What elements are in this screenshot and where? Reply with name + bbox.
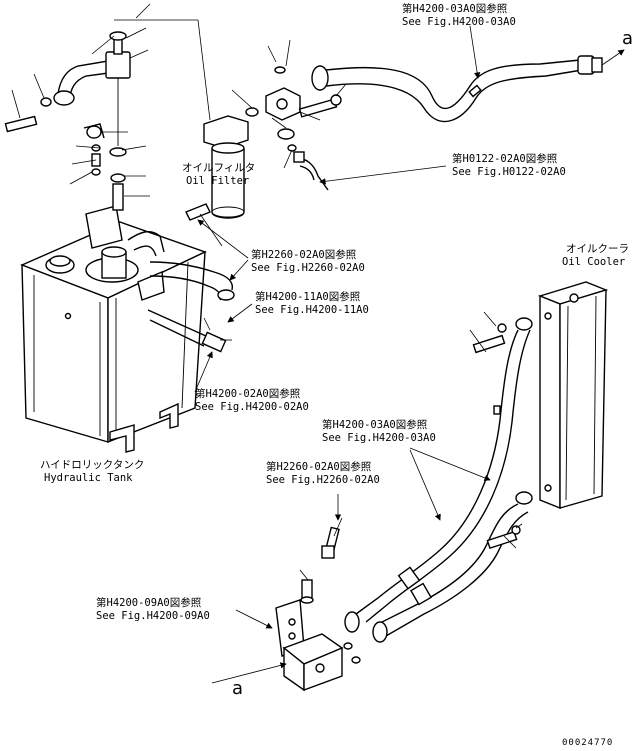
ref-h4200-02-en: See Fig.H4200-02A0	[195, 401, 309, 413]
connection-marker-bottom: a	[232, 678, 243, 699]
ref-h4200-03b-en: See Fig.H4200-03A0	[322, 432, 436, 444]
hydraulic-tank	[20, 203, 235, 453]
drawing-code: 00024770	[562, 738, 613, 748]
oil-filter-label-en: Oil Filter	[186, 175, 249, 187]
reference-pointers	[194, 25, 491, 629]
top-elbow-pipe	[4, 31, 131, 211]
ref-top-en: See Fig.H4200-03A0	[402, 16, 516, 28]
ref-h2260-a-jp: 第H2260-02A0図参照	[251, 248, 357, 261]
ref-h4200-03b-jp: 第H4200-03A0図参照	[322, 418, 428, 431]
leader-lines	[11, 3, 523, 581]
ref-h2260-b-en: See Fig.H2260-02A0	[266, 474, 380, 486]
ref-h4200-11-jp: 第H4200-11A0図参照	[255, 290, 361, 303]
ref-h4200-09-en: See Fig.H4200-09A0	[96, 610, 210, 622]
oil-cooler-label-en: Oil Cooler	[562, 256, 625, 268]
hydraulic-tank-label-jp: ハイドロリックタンク	[40, 459, 144, 471]
connection-marker-top: a	[622, 28, 633, 49]
oil-cooler	[537, 281, 609, 510]
valve-block	[211, 526, 344, 692]
oil-filter	[203, 66, 342, 219]
oil-cooler-label-jp: オイルクーラ	[566, 243, 629, 255]
top-return-hose	[311, 49, 625, 123]
oil-filter-label-jp: オイルフィルタ	[182, 162, 255, 174]
ref-h0122-jp: 第H0122-02A0図参照	[452, 152, 558, 165]
ref-h2260-b-jp: 第H2260-02A0図参照	[266, 460, 372, 473]
hydraulic-tank-label-en: Hydraulic Tank	[44, 472, 133, 484]
ref-h0122-en: See Fig.H0122-02A0	[452, 166, 566, 178]
cooler-hoses	[343, 317, 533, 664]
ref-top-jp: 第H4200-03A0図参照	[402, 2, 508, 15]
ref-h4200-11-en: See Fig.H4200-11A0	[255, 304, 369, 316]
ref-h2260-a-en: See Fig.H2260-02A0	[251, 262, 365, 274]
ref-h4200-09-jp: 第H4200-09A0図参照	[96, 596, 202, 609]
ref-h4200-02-jp: 第H4200-02A0図参照	[195, 387, 301, 400]
